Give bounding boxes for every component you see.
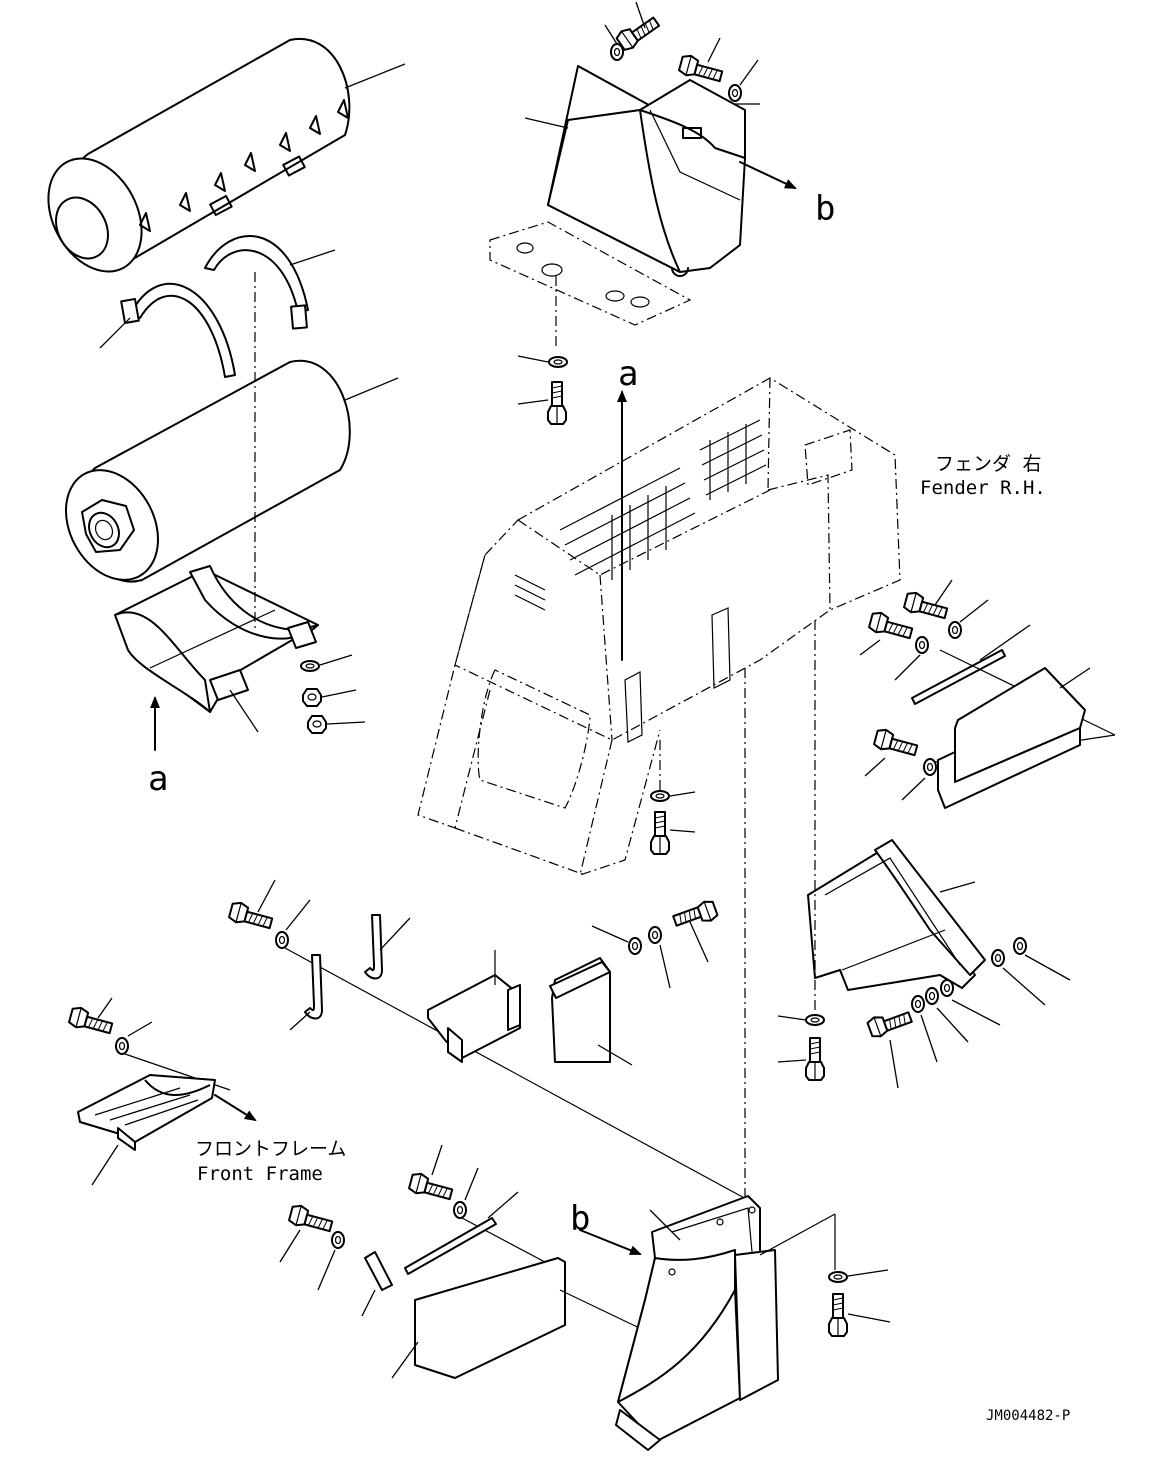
- drawing-id: JM004482-P: [986, 1408, 1070, 1424]
- washer-icon: [650, 790, 670, 802]
- bolt-icon: [650, 811, 670, 855]
- washer-icon: [948, 621, 962, 639]
- washer-icon: [453, 1201, 467, 1219]
- bolt-icon: [872, 726, 921, 760]
- hook-bracket-right: [364, 914, 383, 980]
- fender-rh: [417, 377, 901, 876]
- muffler-cover: [47, 37, 351, 273]
- washer-icon: [915, 636, 929, 654]
- fender-label-jp: フェンダ 右: [935, 453, 1041, 475]
- lower-side-plate: [414, 1257, 566, 1379]
- bolt-icon: [867, 609, 916, 643]
- washer-icon: [1013, 937, 1027, 955]
- washer-icon: [331, 1231, 345, 1249]
- washer-icon: [648, 926, 662, 944]
- washer-icon: [115, 1037, 129, 1055]
- washer-icon: [991, 949, 1005, 967]
- fender-bracket-rh: [807, 839, 986, 991]
- center-cover-plate: [549, 957, 611, 1063]
- washer-icon: [728, 84, 742, 102]
- hook-bracket-left: [304, 954, 323, 1020]
- washer-icon: [548, 356, 568, 368]
- nut-icon: [307, 715, 327, 734]
- front-frame-label-jp: フロントフレーム: [195, 1138, 346, 1160]
- bolt-icon: [547, 381, 567, 425]
- washer-icon: [805, 1014, 825, 1026]
- washer-icon: [923, 758, 937, 776]
- lower-strip: [404, 1217, 497, 1275]
- bolt-icon: [805, 1037, 825, 1081]
- washer-icon: [911, 995, 925, 1013]
- arrow-a-top-label: a: [618, 354, 638, 394]
- washer-icon: [828, 1271, 848, 1283]
- nut-icon: [302, 688, 322, 707]
- arrow-a-left-label: a: [148, 759, 168, 799]
- bolt-icon: [67, 1004, 116, 1038]
- washer-icon: [940, 979, 954, 997]
- front-frame-label-en: Front Frame: [197, 1163, 323, 1185]
- fender-strip-rh: [911, 649, 1006, 705]
- washer-icon: [300, 660, 320, 672]
- bolt-icon: [828, 1293, 848, 1337]
- bolt-icon: [677, 52, 726, 86]
- exhaust-cover-top: [547, 65, 746, 277]
- fender-side-plate-rh: [937, 667, 1086, 809]
- front-frame-bracket: [77, 1074, 216, 1151]
- bolt-icon: [287, 1202, 336, 1236]
- center-bracket: [427, 950, 521, 1063]
- bolt-icon: [865, 1004, 914, 1040]
- washer-icon: [925, 987, 939, 1005]
- arrow-b-top-label: b: [815, 189, 835, 229]
- fender-label-en: Fender R.H.: [920, 477, 1046, 499]
- washer-icon: [610, 43, 624, 61]
- muffler-body: [64, 359, 351, 583]
- bolt-icon: [671, 898, 720, 934]
- small-clip: [364, 1251, 393, 1291]
- washer-icon: [628, 937, 642, 955]
- exhaust-cover-bottom: [615, 1195, 779, 1451]
- exhaust-cover-base-plate: [489, 221, 692, 326]
- muffler-bracket: [114, 565, 319, 713]
- muffler-band-front: [120, 282, 236, 378]
- bolt-icon: [407, 1170, 456, 1204]
- muffler-band-rear: [204, 235, 309, 330]
- washer-icon: [275, 931, 289, 949]
- bolt-icon: [227, 899, 276, 933]
- arrow-b-bottom-label: b: [570, 1199, 590, 1239]
